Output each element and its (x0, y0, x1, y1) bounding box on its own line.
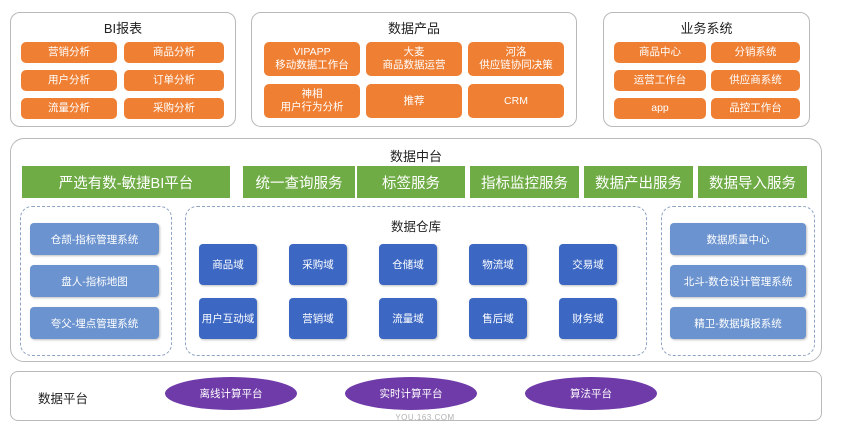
data-warehouse-group (185, 206, 647, 356)
product-shenxiang[interactable]: 神相 用户行为分析 (264, 84, 360, 118)
domain-warehousing[interactable]: 仓储域 (379, 244, 437, 285)
domain-marketing[interactable]: 营销域 (289, 298, 347, 339)
product-crm[interactable]: CRM (468, 84, 564, 118)
product-heluo-name: 河洛 (505, 46, 527, 58)
data-warehouse-title: 数据仓库 (390, 220, 441, 234)
left-tools-group (20, 206, 172, 356)
data-products-title: 数据产品 (387, 21, 440, 36)
domain-traffic[interactable]: 流量域 (379, 298, 437, 339)
platform-realtime-computing[interactable]: 实时计算平台 (345, 377, 477, 410)
domain-purchase[interactable]: 采购域 (289, 244, 347, 285)
product-shenxiang-name: 神相 (301, 88, 323, 100)
biz-item-supplier-system[interactable]: 供应商系统 (711, 70, 800, 91)
tool-kuafu-tracking-management[interactable]: 夸父-埋点管理系统 (30, 307, 159, 339)
biz-item-app[interactable]: app (614, 98, 706, 119)
product-heluo[interactable]: 河洛 供应链协同决策 (468, 42, 564, 76)
data-middle-platform-title: 数据中台 (389, 149, 442, 164)
product-damai[interactable]: 大麦 商品数据运营 (366, 42, 462, 76)
biz-item-qc-workbench[interactable]: 品控工作台 (711, 98, 800, 119)
tool-data-quality-center[interactable]: 数据质量中心 (670, 223, 806, 255)
service-metric-monitoring[interactable]: 指标监控服务 (470, 166, 579, 198)
platform-offline-computing[interactable]: 离线计算平台 (165, 377, 297, 410)
product-damai-name: 大麦 (403, 46, 425, 58)
tool-panren-metric-map[interactable]: 盘人-指标地图 (30, 265, 159, 297)
service-agile-bi-platform[interactable]: 严选有数-敏捷BI平台 (22, 166, 230, 198)
tool-beidou-warehouse-design[interactable]: 北斗-数仓设计管理系统 (670, 265, 806, 297)
business-systems-title: 业务系统 (680, 21, 733, 36)
domain-after-sales[interactable]: 售后域 (469, 298, 527, 339)
biz-item-distribution-system[interactable]: 分销系统 (711, 42, 800, 63)
product-recommend[interactable]: 推荐 (366, 84, 462, 118)
product-heluo-desc: 供应链协同决策 (479, 59, 553, 71)
product-vipapp[interactable]: VIPAPP 移动数据工作台 (264, 42, 360, 76)
tool-cangjie-metric-management[interactable]: 仓颉-指标管理系统 (30, 223, 159, 255)
platform-algorithm[interactable]: 算法平台 (525, 377, 657, 410)
domain-trade[interactable]: 交易域 (559, 244, 617, 285)
product-damai-desc: 商品数据运营 (382, 59, 446, 71)
service-unified-query[interactable]: 统一查询服务 (243, 166, 355, 198)
bi-item-traffic-analysis[interactable]: 流量分析 (21, 98, 117, 119)
domain-finance[interactable]: 财务域 (559, 298, 617, 339)
right-tools-group (661, 206, 815, 356)
tool-jingwei-data-filling[interactable]: 精卫-数据填报系统 (670, 307, 806, 339)
service-data-import[interactable]: 数据导入服务 (698, 166, 807, 198)
product-shenxiang-desc: 用户行为分析 (280, 101, 344, 113)
service-tagging[interactable]: 标签服务 (357, 166, 465, 198)
biz-item-operation-workbench[interactable]: 运营工作台 (614, 70, 706, 91)
biz-item-product-center[interactable]: 商品中心 (614, 42, 706, 63)
bi-item-product-analysis[interactable]: 商品分析 (124, 42, 224, 63)
bi-item-purchase-analysis[interactable]: 采购分析 (124, 98, 224, 119)
domain-product[interactable]: 商品域 (199, 244, 257, 285)
bi-report-title: BI报表 (103, 21, 143, 36)
bi-item-order-analysis[interactable]: 订单分析 (124, 70, 224, 91)
domain-user-interaction[interactable]: 用户互动域 (199, 298, 257, 339)
bi-item-user-analysis[interactable]: 用户分析 (21, 70, 117, 91)
watermark-text: YOU.163.COM (395, 413, 455, 422)
product-vipapp-name: VIPAPP (293, 46, 331, 58)
data-platform-label: 数据平台 (38, 392, 89, 406)
domain-logistics[interactable]: 物流域 (469, 244, 527, 285)
service-data-output[interactable]: 数据产出服务 (584, 166, 693, 198)
product-vipapp-desc: 移动数据工作台 (275, 59, 349, 71)
bi-item-marketing-analysis[interactable]: 营销分析 (21, 42, 117, 63)
